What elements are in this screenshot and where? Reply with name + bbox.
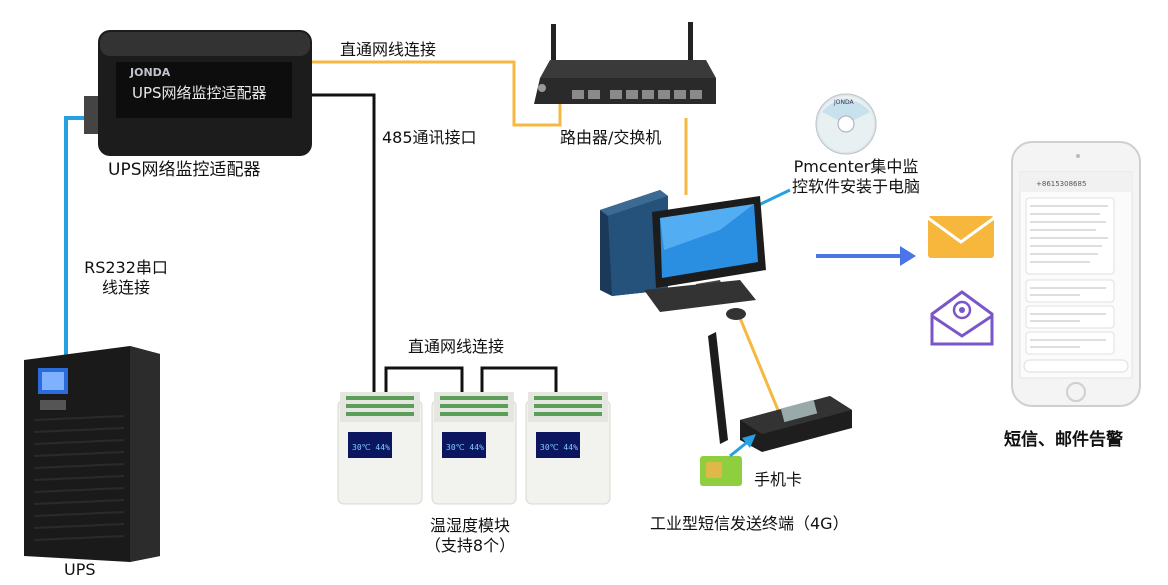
sensor-2-display: 30℃ 44% <box>446 443 484 452</box>
sensor-module-2: 30℃ 44% <box>431 392 517 505</box>
terminal-label: 工业型短信发送终端（4G） <box>650 514 849 533</box>
software-label-line1: Pmcenter集中监 <box>793 157 919 176</box>
adapter-title: UPS网络监控适配器 <box>108 160 261 180</box>
software-cd-icon: JONDA <box>815 93 877 155</box>
cd-logo: JONDA <box>833 99 854 106</box>
sensor-label-line1: 温湿度模块 <box>429 516 510 535</box>
phone-number: +8615308685 <box>1036 180 1086 188</box>
ethernet-cable-adapter-router <box>310 60 562 127</box>
sensor-label-line2: （支持8个） <box>424 536 516 555</box>
sim-label: 手机卡 <box>754 470 803 489</box>
usb-cable-pc-terminal <box>738 317 780 411</box>
rs232-label-line2: 线连接 <box>101 278 150 297</box>
lan-bottom-label: 直通网线连接 <box>408 337 505 356</box>
sensor-3-display: 30℃ 44% <box>540 443 578 452</box>
email-icon <box>930 290 994 346</box>
rs485-cable <box>310 93 376 392</box>
rs232-label: RS232串口 线连接 <box>76 258 176 298</box>
software-label-line2: 控软件安装于电脑 <box>791 177 920 196</box>
sensor-module-3: 30℃ 44% <box>525 392 611 505</box>
rs232-cable <box>64 116 96 362</box>
sensor-module-1: 30℃ 44% <box>337 392 423 505</box>
adapter-face-label: UPS网络监控适配器 <box>132 84 267 102</box>
rs232-label-line1: RS232串口 <box>84 258 168 277</box>
sms-envelope-icon <box>927 216 995 258</box>
ups-label: UPS <box>64 560 96 579</box>
network-adapter-device: JONDA UPS网络监控适配器 <box>84 30 312 156</box>
alarm-flow-arrow <box>816 246 916 266</box>
rs485-label: 485通讯接口 <box>382 128 477 147</box>
alarm-label: 短信、邮件告警 <box>1004 430 1123 450</box>
router-device <box>534 22 716 104</box>
adapter-logo: JONDA <box>129 66 171 79</box>
ups-cabinet <box>24 346 160 562</box>
sms-terminal-device <box>708 332 852 452</box>
mobile-phone: +8615308685 <box>1011 141 1141 407</box>
sensor-label: 温湿度模块 （支持8个） <box>410 516 530 556</box>
sim-card-icon <box>700 456 742 486</box>
lan-cable-sensor-2-3 <box>480 366 558 392</box>
software-label: Pmcenter集中监 控软件安装于电脑 <box>758 157 954 197</box>
lan-top-label: 直通网线连接 <box>340 40 437 59</box>
pointer-arrow-sim <box>729 434 756 458</box>
sensor-1-display: 30℃ 44% <box>352 443 390 452</box>
computer <box>600 190 766 320</box>
lan-cable-sensor-1-2 <box>384 366 464 392</box>
router-label: 路由器/交换机 <box>560 128 662 147</box>
